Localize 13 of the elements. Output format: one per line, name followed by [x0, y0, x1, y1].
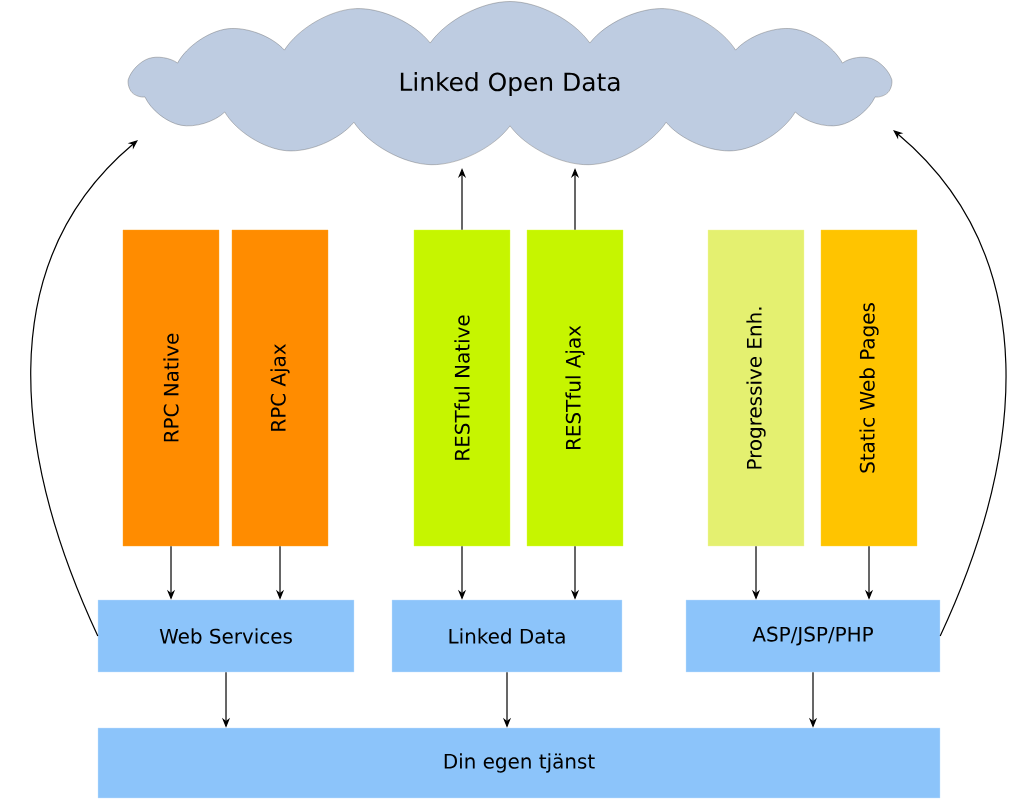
layer-bar: Static Web Pages	[820, 229, 918, 547]
layer-bar: RESTful Native	[413, 229, 511, 547]
layer-bar: Progressive Enh.	[707, 229, 805, 547]
service-box: ASP/JSP/PHP	[685, 599, 941, 673]
layer-bar: RESTful Ajax	[526, 229, 624, 547]
service-box: Web Services	[97, 599, 355, 673]
service-box: Linked Data	[391, 599, 623, 673]
arrow	[893, 130, 1007, 637]
cloud: Linked Open Data	[127, 1, 893, 165]
layer-bar: RPC Native	[122, 229, 220, 547]
service-bar: Din egen tjänst	[97, 727, 941, 799]
arrow	[30, 140, 138, 637]
layer-bar: RPC Ajax	[231, 229, 329, 547]
